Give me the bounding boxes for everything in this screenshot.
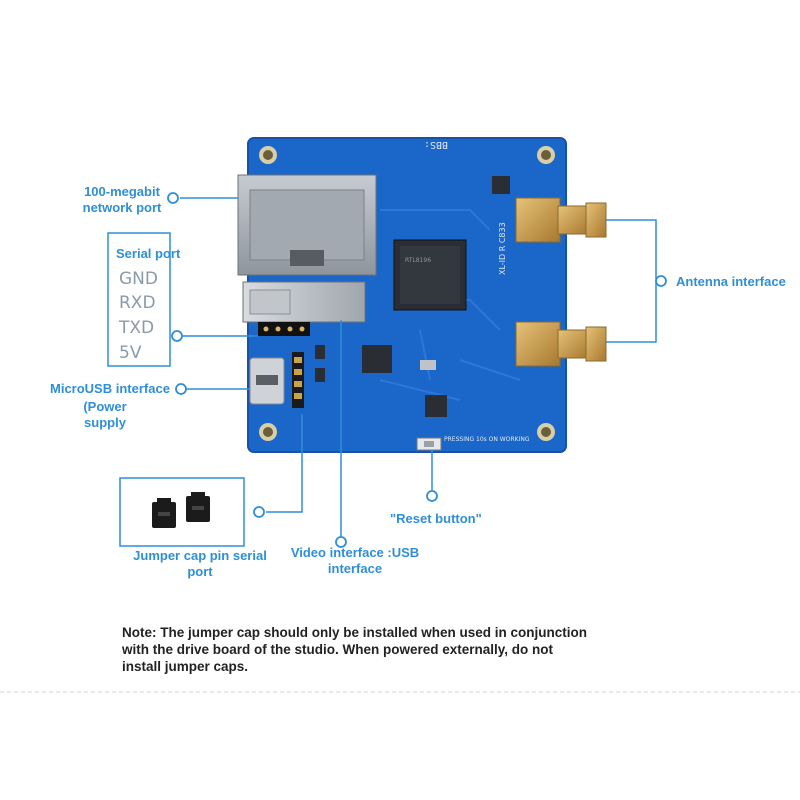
reset-button [416, 437, 442, 451]
main-chip: RTL8196 [393, 239, 467, 311]
chip [492, 176, 510, 194]
serial-pin-gnd: GND [119, 269, 158, 289]
rj45-port [237, 174, 377, 276]
serial-pin-txd: TXD [119, 318, 155, 338]
note-text: Note: The jumper cap should only be inst… [122, 625, 588, 674]
label-jumper: Jumper cap pin serial port [110, 548, 290, 580]
label-line: (Power [83, 399, 127, 414]
label-line: port [187, 564, 213, 579]
label-serial-port: Serial port [116, 246, 181, 261]
component [315, 345, 325, 359]
label-reset: "Reset button" [390, 511, 482, 526]
label-line: 100-megabit [84, 184, 160, 199]
micro-usb-port [249, 357, 285, 405]
jumper-cap-left [152, 498, 176, 528]
mounting-hole [259, 423, 277, 441]
jumper-cap-right [186, 492, 210, 522]
label-line: interface [327, 561, 383, 576]
label-line: supply [84, 415, 126, 430]
sma-connector-top [515, 197, 607, 243]
component [315, 368, 325, 382]
mounting-hole [537, 423, 555, 441]
serial-header [258, 322, 310, 336]
crystal [420, 360, 436, 370]
label-microusb-sub: (Power supply [70, 399, 140, 431]
serial-pin-5v: 5V [119, 343, 142, 363]
silk-bottom: PRESSING 10s ON WORKING [444, 436, 530, 443]
mounting-hole [537, 146, 555, 164]
chip [425, 395, 447, 417]
label-video: Video interface :USB interface [280, 545, 430, 577]
label-line: Video interface :USB [290, 545, 420, 560]
label-microusb: MicroUSB interface [50, 381, 170, 396]
svg-text:RTL8196: RTL8196 [405, 257, 431, 264]
callout-markers [167, 192, 667, 548]
label-network-port: 100-megabit network port [72, 184, 172, 216]
mounting-hole [259, 146, 277, 164]
silk-chip: XL-ID R C833 [498, 222, 507, 275]
silk-top: BBS: [424, 139, 448, 150]
label-antenna: Antenna interface [676, 274, 786, 289]
sma-connector-bottom [515, 321, 607, 367]
jumper-pins [292, 352, 304, 408]
chip [362, 345, 392, 373]
label-line: Jumper cap pin serial [133, 548, 267, 563]
usb-a-port [242, 281, 366, 323]
label-line: network port [82, 200, 162, 215]
serial-pin-rxd: RXD [119, 293, 156, 313]
